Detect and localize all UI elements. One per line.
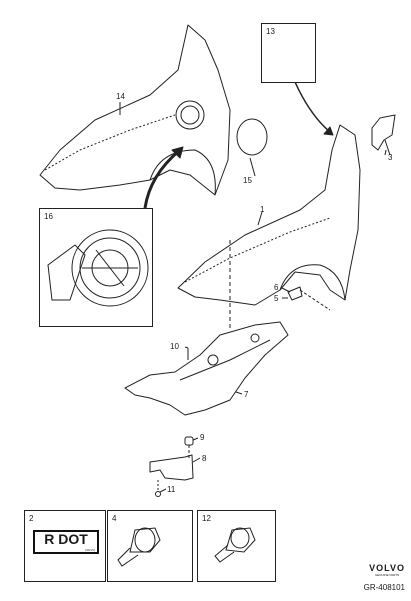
callout-5: 5 — [274, 294, 279, 303]
inset-4-number: 4 — [112, 514, 117, 523]
brand-logo: VOLVO GENUINE PARTS — [369, 563, 405, 577]
callout-11: 11 — [167, 485, 176, 494]
fender-lower — [177, 124, 361, 306]
brand-name: VOLVO — [369, 563, 405, 573]
bracket-3 — [371, 114, 396, 151]
grommet-9 — [184, 436, 194, 446]
callout-1: 1 — [260, 205, 265, 214]
fuel-door — [236, 118, 268, 156]
inset-part-12: 12 — [197, 510, 276, 582]
inset-part-4: 4 — [107, 510, 193, 582]
bolt-4-drawing — [117, 527, 161, 567]
bracket-8 — [149, 454, 194, 481]
inset-part-16: 16 — [39, 208, 153, 327]
callout-7: 7 — [244, 390, 249, 399]
callout-8: 8 — [202, 454, 207, 463]
callout-9: 9 — [200, 433, 205, 442]
inset-2-number: 2 — [29, 514, 34, 523]
inner-mount-7 — [124, 321, 289, 416]
document-id: GR-408101 — [363, 583, 405, 592]
rdot-label-subtext: VOLVO — [84, 548, 95, 552]
fuel-door-opening — [175, 100, 205, 130]
callout-14: 14 — [116, 92, 125, 101]
inset-16-number: 16 — [44, 212, 53, 221]
inset-12-number: 12 — [202, 514, 211, 523]
brand-subtitle: GENUINE PARTS — [374, 573, 400, 577]
inset-13-number: 13 — [266, 27, 275, 36]
rdot-label-tag: R DOT VOLVO — [33, 530, 99, 554]
fender-upper — [39, 24, 231, 196]
screw-11 — [155, 491, 161, 497]
callout-6: 6 — [274, 283, 279, 292]
callout-3: 3 — [388, 153, 393, 162]
callout-15: 15 — [243, 176, 252, 185]
callout-10: 10 — [170, 342, 179, 351]
inset-part-2: 2 R DOT VOLVO — [24, 510, 106, 582]
fuel-filler-housing — [47, 229, 149, 307]
inset-part-13: 13 — [261, 23, 316, 83]
stud-12-drawing — [214, 527, 256, 563]
rdot-label-text: R DOT — [44, 531, 88, 547]
